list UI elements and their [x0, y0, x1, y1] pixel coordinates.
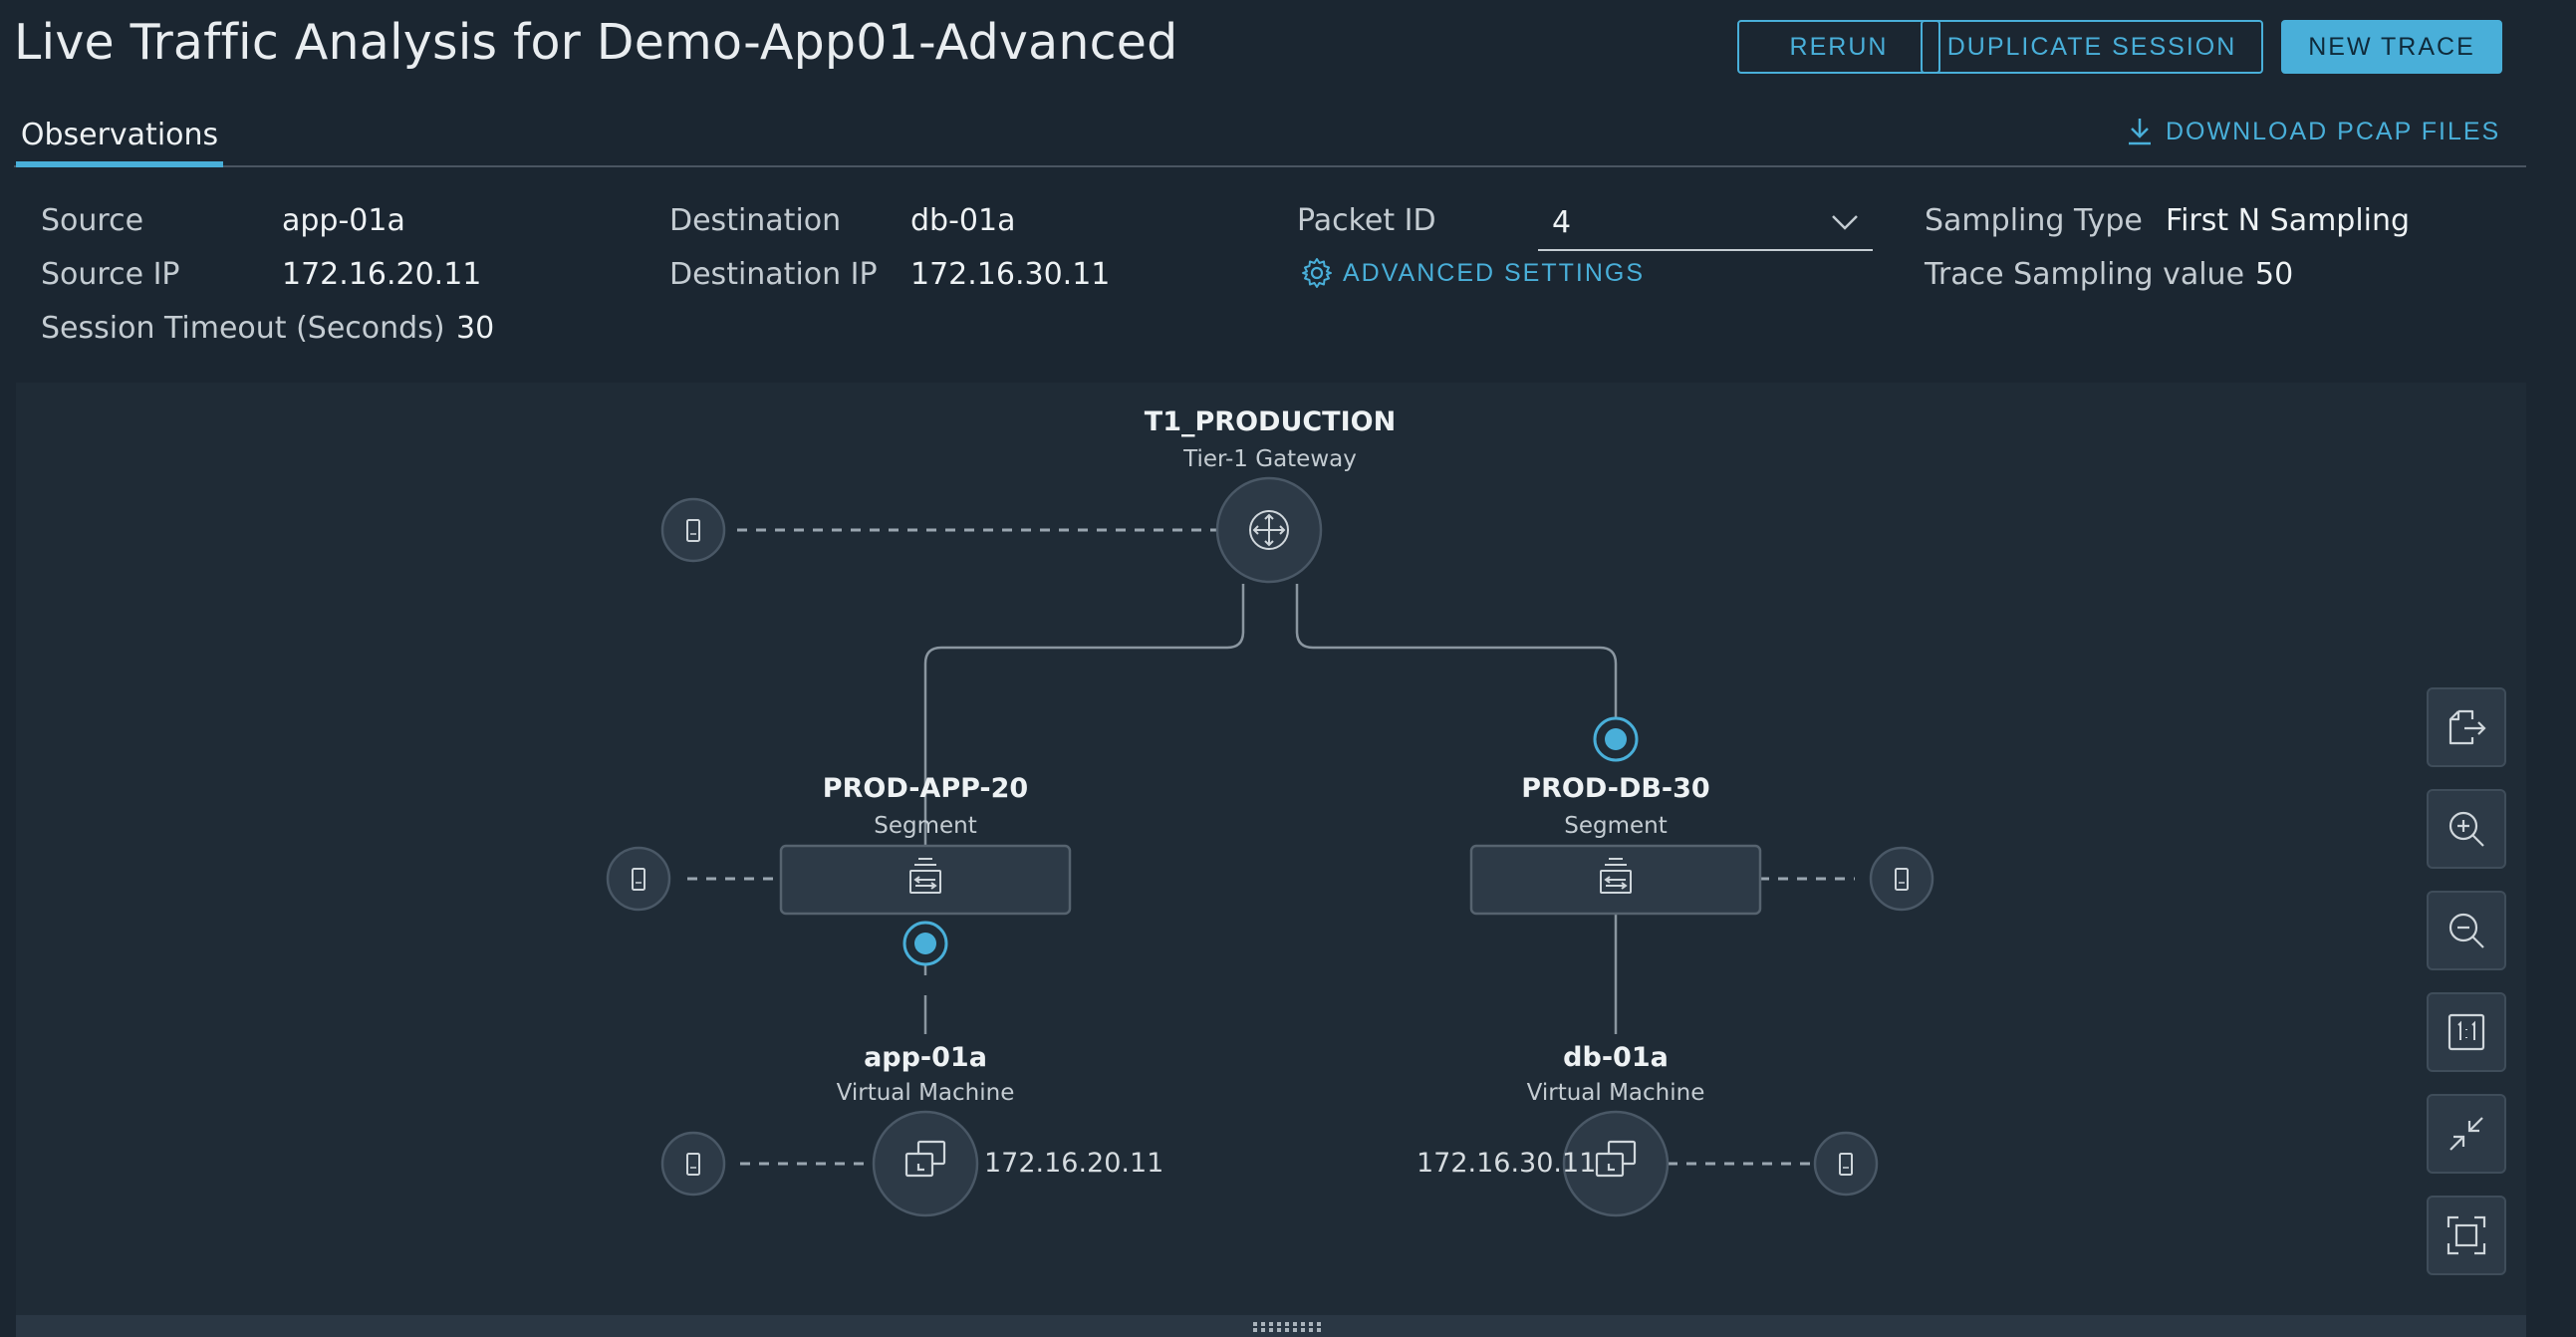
- source-ip-label: Source IP: [41, 257, 180, 292]
- source-ip-value: 172.16.20.11: [282, 257, 482, 292]
- destination-ip-value: 172.16.30.11: [910, 257, 1111, 292]
- chevron-down-icon: [1832, 215, 1858, 230]
- zoom-in-button[interactable]: [2427, 789, 2506, 869]
- segment-icon: [909, 858, 941, 894]
- port-icon: [686, 519, 700, 542]
- duplicate-session-button[interactable]: DUPLICATE SESSION: [1921, 20, 2263, 74]
- app-trace-point: [902, 921, 948, 966]
- packet-id-value: 4: [1552, 205, 1572, 240]
- fit-to-screen-icon: [2447, 1215, 2486, 1255]
- grip-icon: [1253, 1322, 1321, 1332]
- fit-to-screen-button[interactable]: [2427, 1196, 2506, 1275]
- advanced-settings-label: ADVANCED SETTINGS: [1343, 258, 1646, 287]
- collapse-icon: [2449, 1117, 2483, 1151]
- topology-diagram: [606, 476, 1934, 1217]
- db-vm-node: [1562, 1110, 1670, 1217]
- rerun-button[interactable]: RERUN: [1737, 20, 1940, 74]
- db-vm-type: Virtual Machine: [1526, 1080, 1705, 1106]
- link-gateway-app-segment: [923, 584, 1245, 891]
- actual-size-button[interactable]: [2427, 992, 2506, 1072]
- app-vm-ip: 172.16.20.11: [984, 1148, 1164, 1179]
- topology-canvas[interactable]: T1_PRODUCTION Tier-1 Gateway PROD-APP-20…: [16, 383, 2526, 1315]
- destination-value: db-01a: [910, 203, 1016, 238]
- trace-sampling-label: Trace Sampling value: [1925, 257, 2245, 292]
- tabs-divider: [14, 165, 2526, 167]
- app-segment-type: Segment: [874, 813, 977, 839]
- app-vm-node: [872, 1110, 979, 1217]
- db-trace-point: [1593, 716, 1639, 762]
- destination-ip-label: Destination IP: [669, 257, 878, 292]
- export-button[interactable]: [2427, 687, 2506, 767]
- sampling-type-value: First N Sampling: [2166, 203, 2411, 238]
- app-segment-port-node: [606, 846, 671, 912]
- db-segment-port-node: [1869, 846, 1934, 912]
- app-vm-type: Virtual Machine: [836, 1080, 1015, 1106]
- app-vm-port-node: [660, 1131, 726, 1197]
- db-vm-ip: 172.16.30.11: [1417, 1148, 1597, 1179]
- export-icon: [2448, 709, 2486, 745]
- download-pcap-link[interactable]: DOWNLOAD PCAP FILES: [2126, 112, 2500, 151]
- panel-resize-handle[interactable]: [16, 1315, 2526, 1337]
- db-segment-type: Segment: [1564, 813, 1668, 839]
- gateway-node: [1215, 476, 1323, 584]
- trace-sampling-value: 50: [2255, 257, 2294, 292]
- source-value: app-01a: [282, 203, 405, 238]
- collapse-button[interactable]: [2427, 1094, 2506, 1174]
- link-gateway-db-segment: [1295, 584, 1618, 726]
- app-segment-name: PROD-APP-20: [822, 773, 1029, 804]
- sampling-type-label: Sampling Type: [1925, 203, 2143, 238]
- vm-icon: [904, 1140, 946, 1178]
- session-timeout-value: 30: [456, 311, 495, 346]
- download-pcap-label: DOWNLOAD PCAP FILES: [2166, 117, 2501, 145]
- session-timeout-label: Session Timeout (Seconds): [41, 311, 445, 346]
- destination-label: Destination: [669, 203, 842, 238]
- app-segment-node: [779, 844, 1072, 916]
- gateway-name: T1_PRODUCTION: [1144, 406, 1397, 437]
- zoom-in-icon: [2448, 811, 2484, 847]
- db-vm-port-node: [1813, 1131, 1879, 1197]
- db-segment-name: PROD-DB-30: [1521, 773, 1710, 804]
- gateway-port-node: [660, 497, 726, 563]
- gateway-type: Tier-1 Gateway: [1183, 446, 1357, 472]
- packet-id-select[interactable]: 4: [1538, 199, 1873, 251]
- zoom-out-button[interactable]: [2427, 891, 2506, 970]
- packet-id-label: Packet ID: [1297, 203, 1436, 238]
- source-label: Source: [41, 203, 144, 238]
- tab-observations[interactable]: Observations: [16, 112, 223, 167]
- gear-icon: [1302, 258, 1332, 288]
- db-vm-name: db-01a: [1563, 1042, 1669, 1073]
- router-icon: [1249, 510, 1289, 550]
- actual-size-icon: [2447, 1013, 2485, 1051]
- page-title: Live Traffic Analysis for Demo-App01-Adv…: [14, 14, 1178, 71]
- new-trace-button[interactable]: NEW TRACE: [2281, 20, 2502, 74]
- zoom-out-icon: [2448, 913, 2484, 948]
- download-icon: [2129, 119, 2151, 145]
- advanced-settings-link[interactable]: ADVANCED SETTINGS: [1301, 257, 1645, 289]
- app-vm-name: app-01a: [864, 1042, 987, 1073]
- db-segment-node: [1469, 844, 1762, 916]
